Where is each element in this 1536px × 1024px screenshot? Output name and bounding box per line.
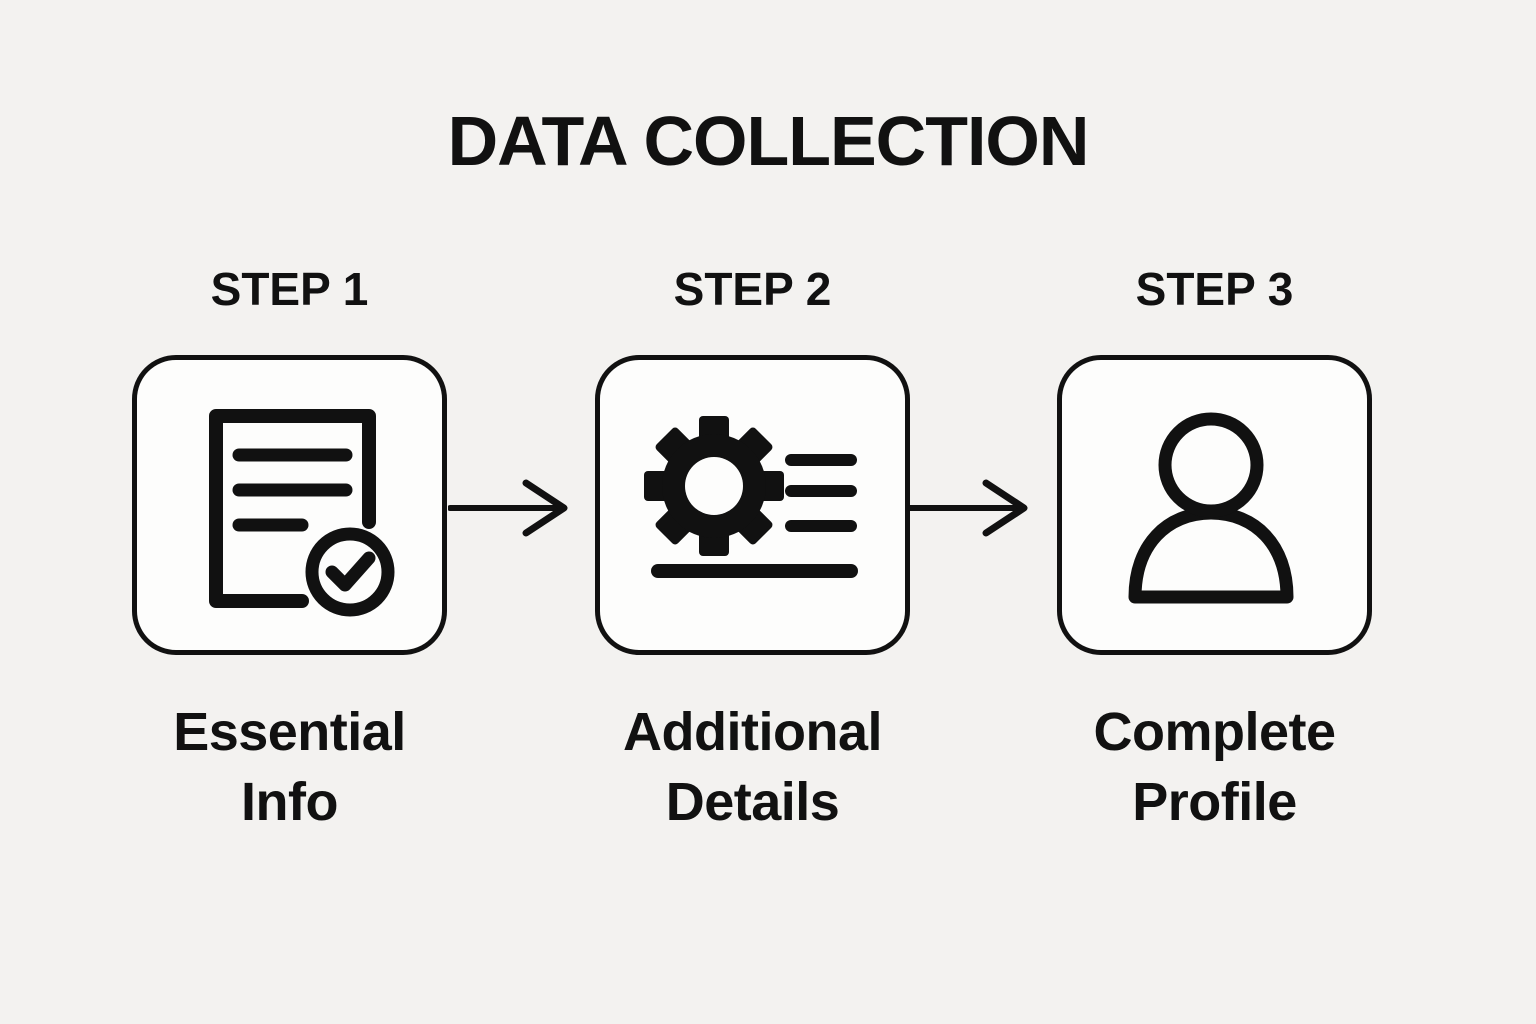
step-1-column: STEP 1 Essential Info — [132, 265, 447, 865]
arrow-right-icon — [908, 479, 1028, 537]
user-profile-icon — [1128, 412, 1294, 604]
page-title: DATA COLLECTION — [447, 102, 1090, 180]
arrow-right-icon — [448, 479, 568, 537]
step-3-box — [1057, 355, 1372, 655]
step-3-caption: Complete Profile — [1093, 702, 1336, 832]
step-3-column: STEP 3 Complete Profile — [1057, 265, 1372, 865]
step-2-label: STEP 2 — [673, 263, 832, 315]
step-1-box — [132, 355, 447, 655]
step-1-label: STEP 1 — [210, 263, 369, 315]
document-check-icon — [209, 409, 395, 617]
step-1-caption: Essential Info — [173, 702, 406, 832]
step-2-box — [595, 355, 910, 655]
step-3-label: STEP 3 — [1135, 263, 1294, 315]
step-2-caption: Additional Details — [623, 702, 882, 832]
step-2-column: STEP 2 — [595, 265, 910, 865]
gear-details-icon — [644, 416, 858, 578]
